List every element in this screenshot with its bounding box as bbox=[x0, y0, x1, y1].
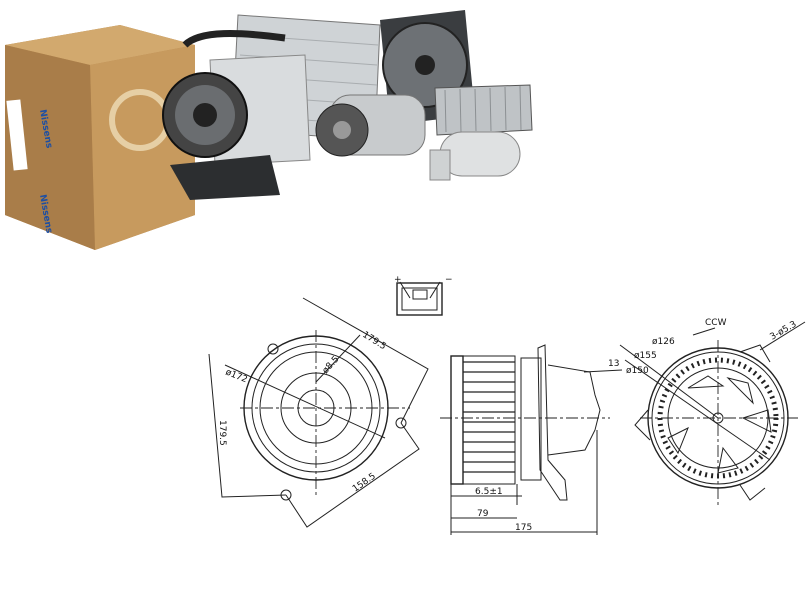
dim-79: 79 bbox=[477, 509, 489, 519]
ac-pipe-image bbox=[182, 30, 286, 48]
side-view: 13 6.5±1 79 175 bbox=[440, 344, 623, 535]
dim-d155: ø155 bbox=[634, 351, 657, 361]
dim-gap: 6.5±1 bbox=[475, 487, 503, 497]
dim-d126: ø126 bbox=[652, 337, 675, 347]
product-photo: Nissens Nissens bbox=[5, 10, 533, 250]
dim-diameter: ø172 bbox=[224, 368, 249, 386]
connector-plus-label: + bbox=[394, 275, 402, 285]
front-view: 179.5 ø8.5 ø172 179.5 158.5 bbox=[208, 297, 429, 528]
dim-d150: ø150 bbox=[626, 366, 649, 376]
dim-top: 179.5 bbox=[360, 330, 387, 352]
connector-diagram: + − bbox=[394, 275, 453, 316]
heater-core-image bbox=[434, 84, 533, 136]
compressor-image bbox=[315, 94, 426, 157]
blower-motor-image bbox=[162, 72, 280, 200]
rotation-label: CCW bbox=[705, 318, 727, 328]
connector-minus-label: − bbox=[445, 275, 453, 285]
rear-view: CCW 3-ø5.3 ø126 ø155 ø150 bbox=[619, 318, 806, 505]
receiver-drier-image bbox=[429, 131, 521, 181]
dim-bottom: 158.5 bbox=[351, 471, 378, 494]
dim-holes: 3-ø5.3 bbox=[769, 320, 799, 343]
nissens-box: Nissens Nissens bbox=[5, 25, 195, 250]
technical-drawing: + − 179.5 ø8.5 ø172 179.5 158.5 13 bbox=[208, 275, 806, 535]
dim-175: 175 bbox=[515, 523, 532, 533]
dim-left: 179.5 bbox=[217, 420, 227, 446]
dim-13: 13 bbox=[608, 359, 619, 369]
